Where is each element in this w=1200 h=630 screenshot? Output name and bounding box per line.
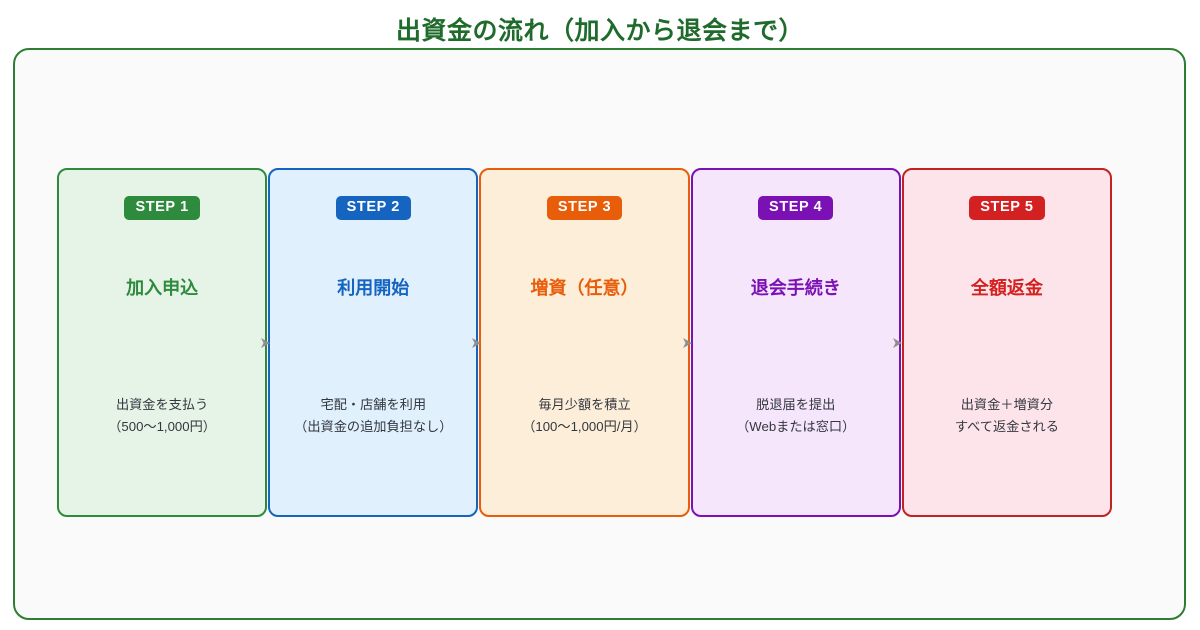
- step-description-line-1: 出資金＋増資分: [960, 397, 1054, 412]
- step-title-3: 増資（任意）: [530, 278, 639, 298]
- step-card-2[interactable]: STEP 2 利用開始 宅配・店舗を利用 （出資金の追加負担なし）: [268, 168, 479, 517]
- step-card-3[interactable]: STEP 3 増資（任意） 毎月少額を積立 （100〜1,000円/月）: [479, 168, 690, 517]
- step-description-3: 毎月少額を積立 （100〜1,000円/月）: [481, 394, 687, 438]
- step-description-line-2: （100〜1,000円/月）: [522, 419, 647, 434]
- step-description-line-1: 毎月少額を積立: [538, 397, 631, 412]
- step-card-5[interactable]: STEP 5 全額返金 出資金＋増資分 すべて返金される: [901, 168, 1113, 517]
- step-badge-5: STEP 5: [969, 196, 1045, 220]
- step-description-line-2: すべて返金される: [954, 419, 1059, 434]
- step-description-4: 脱退届を提出 （Webまたは窓口）: [693, 394, 899, 438]
- step-description-line-1: 出資金を支払う: [115, 397, 209, 412]
- step-card-1[interactable]: STEP 1 加入申込 出資金を支払う （500〜1,000円）: [57, 168, 268, 517]
- steps-row: STEP 1 加入申込 出資金を支払う （500〜1,000円） STEP 2 …: [57, 168, 1113, 517]
- step-description-line-2: （Webまたは窓口）: [736, 419, 856, 434]
- step-badge-4: STEP 4: [758, 196, 834, 220]
- step-title-1: 加入申込: [126, 278, 199, 298]
- step-description-line-2: （500〜1,000円）: [108, 419, 216, 434]
- step-title-2: 利用開始: [337, 278, 410, 298]
- step-description-line-1: 宅配・店舗を利用: [320, 397, 427, 412]
- step-description-5: 出資金＋増資分 すべて返金される: [904, 394, 1110, 438]
- step-badge-2: STEP 2: [335, 196, 411, 220]
- step-description-line-1: 脱退届を提出: [756, 397, 836, 412]
- step-description-line-2: （出資金の追加負担なし）: [294, 419, 453, 434]
- step-description-2: 宅配・店舗を利用 （出資金の追加負担なし）: [270, 394, 476, 438]
- step-badge-3: STEP 3: [546, 196, 623, 220]
- step-title-4: 退会手続き: [750, 278, 841, 298]
- step-description-1: 出資金を支払う （500〜1,000円）: [59, 394, 265, 438]
- page-title: 出資金の流れ（加入から退会まで）: [395, 17, 804, 45]
- step-badge-1: STEP 1: [124, 196, 200, 220]
- step-card-4[interactable]: STEP 4 退会手続き 脱退届を提出 （Webまたは窓口）: [690, 168, 901, 517]
- step-title-5: 全額返金: [970, 278, 1043, 298]
